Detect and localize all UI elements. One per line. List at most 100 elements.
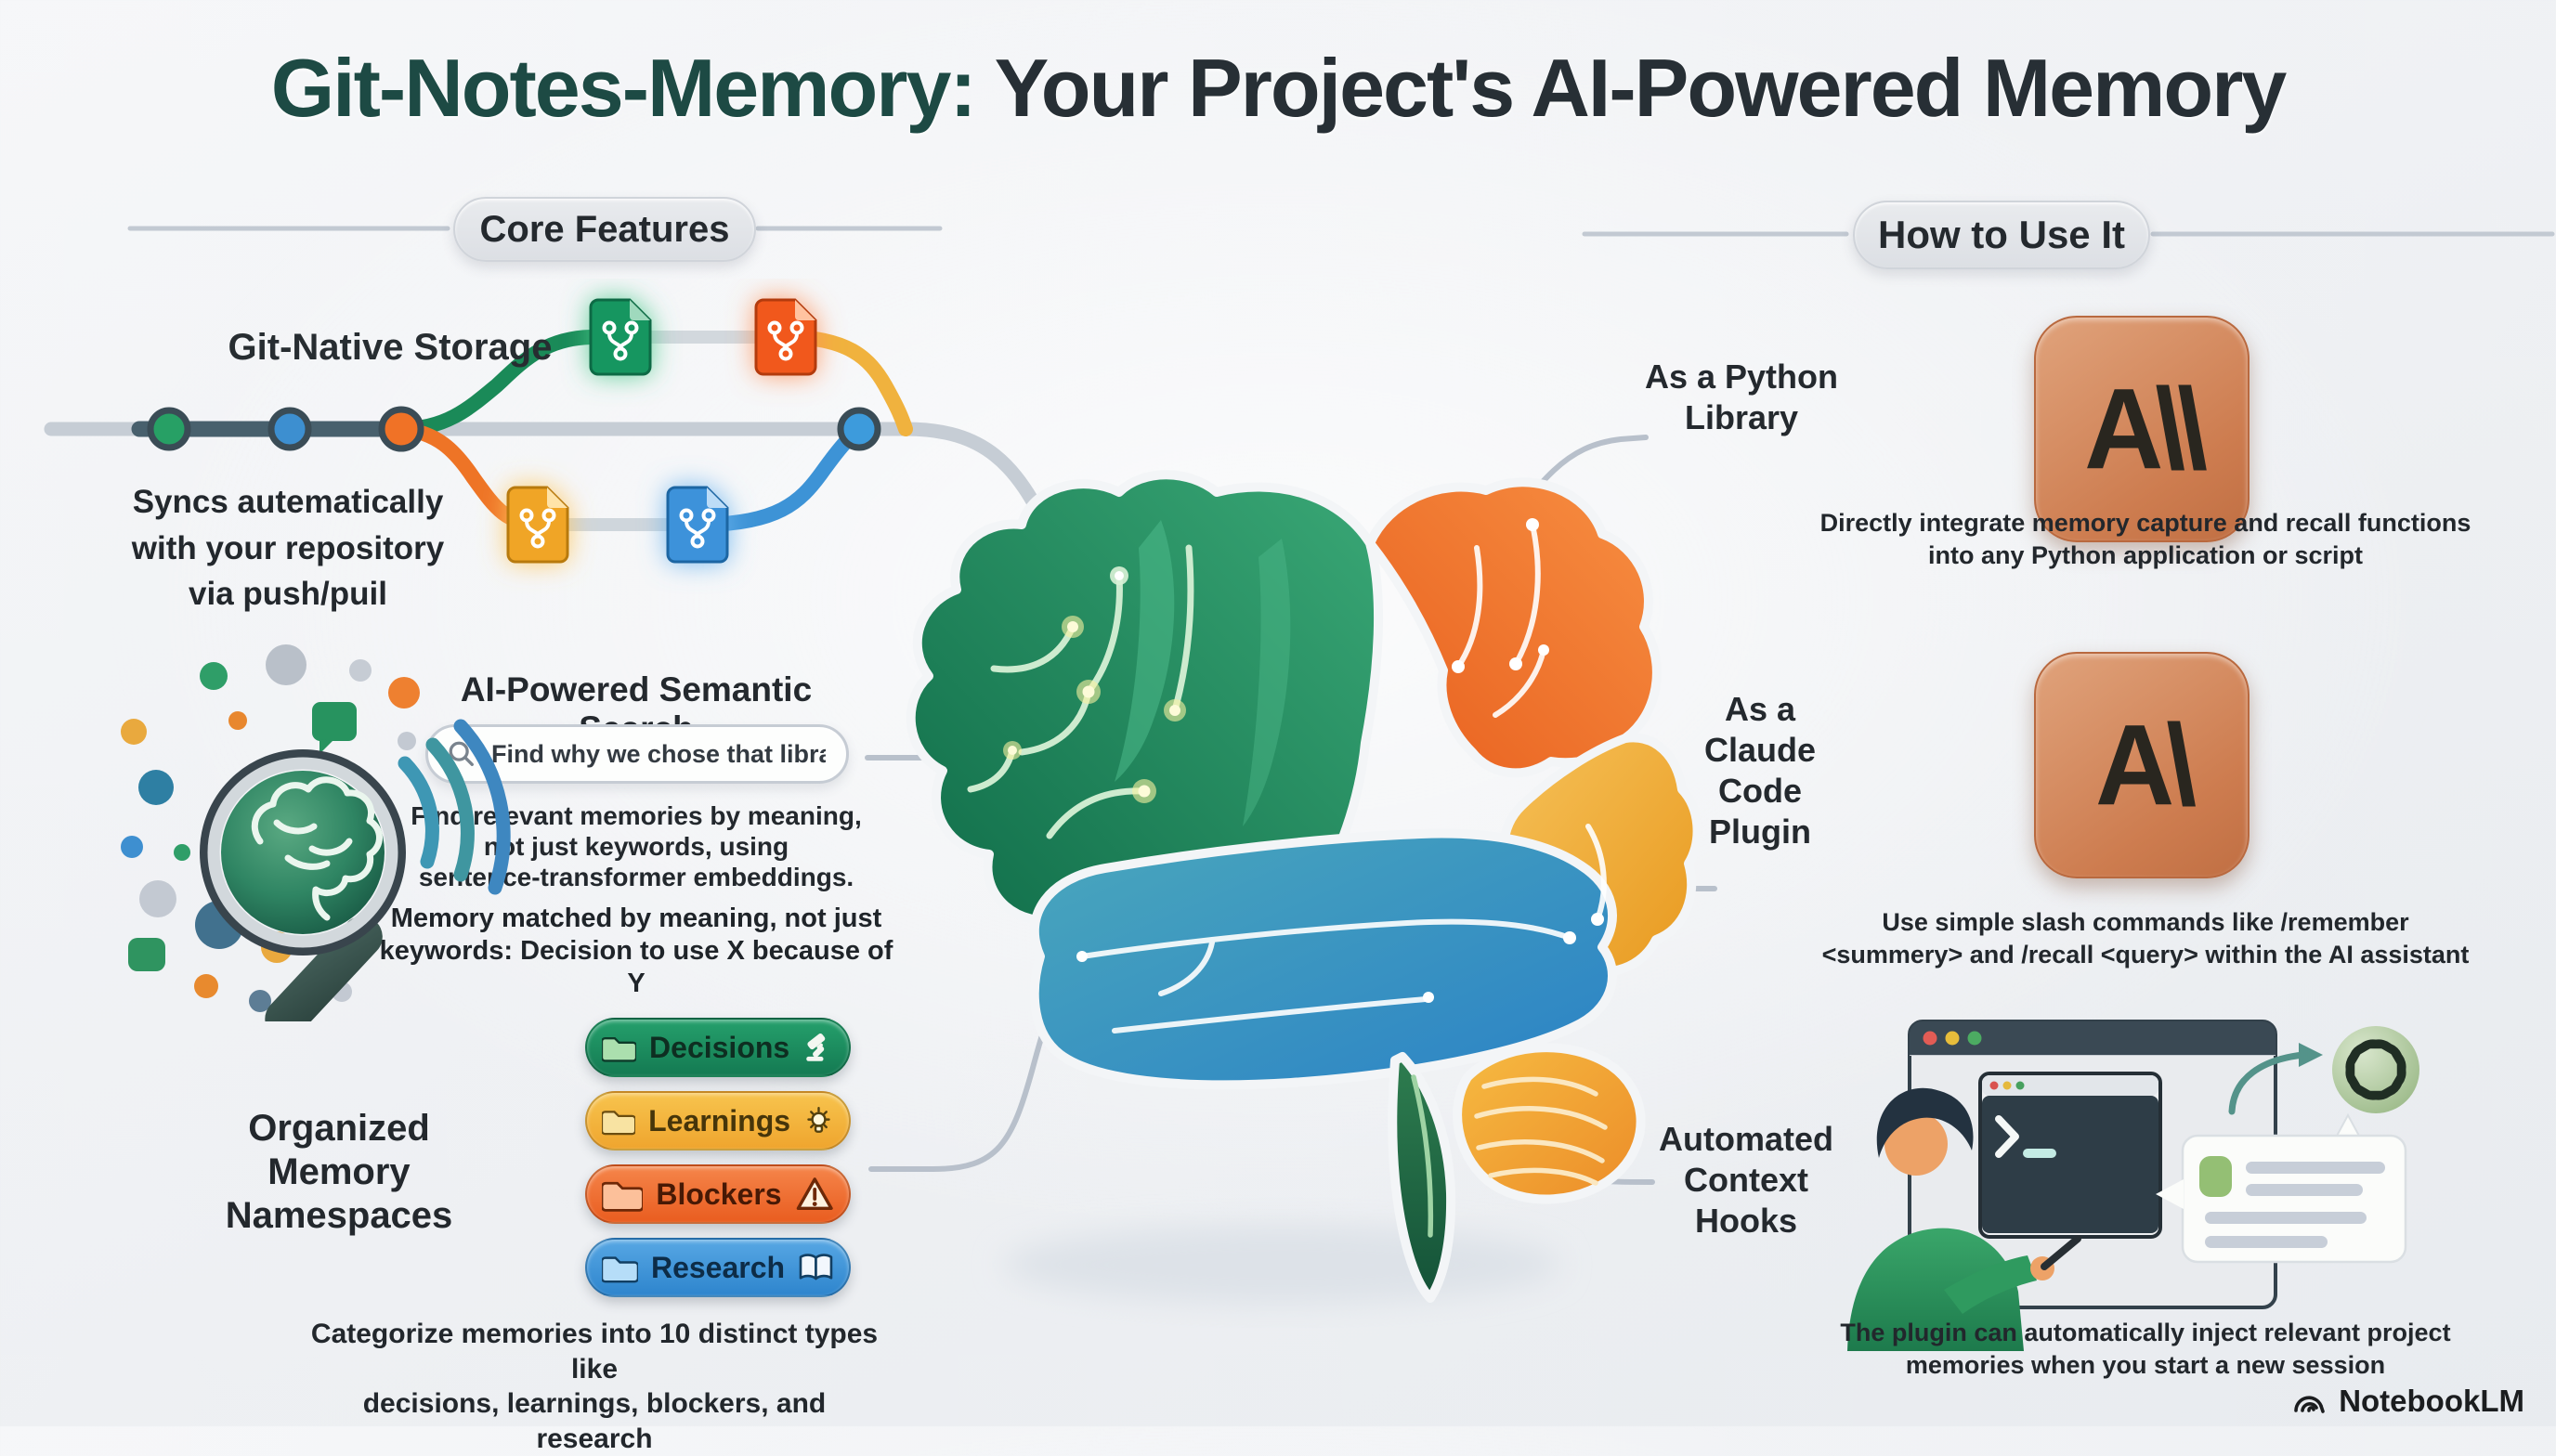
brain-shadow xyxy=(1003,1226,1560,1304)
git-branch-lower-blue xyxy=(691,422,867,532)
folder-icon xyxy=(602,1256,638,1283)
neural-dots-light xyxy=(1076,518,1604,1003)
ns-heading-line: Memory xyxy=(267,1151,411,1193)
git-note-icon-green xyxy=(589,298,652,376)
lightbulb-icon xyxy=(807,1107,830,1133)
brain-lobe-parietal-orange xyxy=(1365,477,1662,778)
notebooklm-label: NotebookLM xyxy=(2339,1384,2524,1418)
commit-dot-green xyxy=(147,407,191,451)
speech-square-icon xyxy=(312,702,357,754)
notebooklm-logo-icon xyxy=(2294,1396,2325,1413)
person-illustration xyxy=(1847,1087,2081,1351)
git-storage-caption: Syncs autematically with your repository… xyxy=(102,479,474,618)
terminal-cursor xyxy=(2023,1149,2056,1158)
ns-heading-line: Namespaces xyxy=(225,1195,453,1237)
notebooklm-watermark: NotebookLM xyxy=(2292,1384,2524,1419)
git-caption-line: with your repository xyxy=(131,529,445,566)
claude-label-line: As a xyxy=(1724,690,1796,728)
traffic-light-red xyxy=(1923,1031,1937,1046)
anthropic-logo-card-claude: A\ xyxy=(2034,652,2250,878)
hooks-caption-line: The plugin can automatically inject rele… xyxy=(1840,1319,2451,1346)
hooks-illustration xyxy=(1847,1020,2419,1351)
namespace-pill-decisions[interactable]: Decisions xyxy=(585,1018,851,1077)
memory-chip xyxy=(2199,1156,2232,1197)
search-input[interactable] xyxy=(489,738,828,770)
hooks-label-line: Context xyxy=(1684,1160,1808,1199)
git-commit-dots xyxy=(147,406,881,452)
brain-illustration xyxy=(906,470,1700,1304)
browser-window xyxy=(1908,1020,2277,1309)
hooks-caption-line: memories when you start a new session xyxy=(1905,1351,2386,1380)
claude-caption-line: Use simple slash commands like /remember xyxy=(1882,908,2409,936)
folder-icon xyxy=(602,1037,637,1062)
gavel-icon xyxy=(806,1033,826,1061)
commit-dot-orange xyxy=(378,406,424,452)
ns-heading-line: Organized xyxy=(248,1108,430,1149)
search-icon xyxy=(449,741,474,766)
search-emph-line: keywords: Decision to use X because of Y xyxy=(379,935,893,998)
how-to-use-badge: How to Use It xyxy=(1853,201,2150,269)
namespace-label: Research xyxy=(650,1250,786,1284)
brain-cerebellum xyxy=(1453,1043,1646,1204)
commit-dot-blue xyxy=(267,407,312,451)
page-title-rest: Your Project's AI-Powered Memory xyxy=(974,42,2288,134)
folder-icon xyxy=(602,1111,636,1136)
brain-lobe-frontal-green xyxy=(906,470,1384,964)
git-storage-heading: Git-Native Storage xyxy=(228,327,553,368)
git-note-icon-yellow xyxy=(506,486,569,564)
namespace-label: Decisions xyxy=(649,1030,790,1064)
search-desc-line: Find relevant memories by meaning, xyxy=(411,801,862,830)
search-desc-line: sentence-transformer embeddings. xyxy=(418,863,854,892)
page-title-highlight: Git-Notes-Memory: xyxy=(270,42,977,134)
git-caption-line: via push/puil xyxy=(189,576,387,613)
namespaces-caption: Categorize memories into 10 distinct typ… xyxy=(306,1317,882,1456)
git-caption-line: Syncs autematically xyxy=(132,484,444,520)
claude-label-line: Code xyxy=(1718,771,1802,810)
namespace-label: Learnings xyxy=(648,1103,791,1138)
claude-plugin-label: As a Claude Code Plugin xyxy=(1672,689,1848,852)
namespace-label: Blockers xyxy=(656,1176,782,1211)
namespace-pill-research[interactable]: Research xyxy=(585,1238,851,1297)
connector-brain-hooks xyxy=(1481,1030,1655,1185)
core-features-badge: Core Features xyxy=(453,197,756,262)
neural-branches-light xyxy=(1079,522,1607,1034)
python-library-label: As a Python Library xyxy=(1635,357,1848,438)
claude-caption-line: <summery> and /recall <query> within the… xyxy=(1821,941,2470,969)
ns-caption-line: Categorize memories into 10 distinct typ… xyxy=(310,1319,879,1384)
connector-brain-python xyxy=(1481,435,1649,560)
arrow-to-ai xyxy=(2228,1051,2307,1115)
semantic-search-emphasis: Memory matched by meaning, not just keyw… xyxy=(372,903,901,999)
anthropic-logo: A\\ xyxy=(2084,364,2208,494)
hooks-label-line: Automated xyxy=(1659,1120,1833,1158)
namespace-pill-learnings[interactable]: Learnings xyxy=(585,1091,851,1150)
semantic-search-description: Find relevant memories by meaning, not j… xyxy=(381,800,892,892)
folder-icon xyxy=(602,1181,644,1212)
brain-stem xyxy=(1388,1052,1456,1303)
stylus xyxy=(2041,1235,2081,1270)
python-label-line: Library xyxy=(1684,397,1799,436)
terminal-prompt-icon xyxy=(1995,1115,2019,1158)
claude-label-line: Plugin xyxy=(1709,812,1811,851)
claude-caption: Use simple slash commands like /remember… xyxy=(1793,906,2498,971)
git-note-icon-orange xyxy=(754,298,817,376)
neural-glow-dots-green xyxy=(1003,566,1186,803)
ns-caption-line: decisions, learnings, blockers, and rese… xyxy=(362,1388,827,1454)
connector-namespaces-brain xyxy=(868,963,1078,1172)
python-caption: Directly integrate memory capture and re… xyxy=(1811,507,2480,572)
namespace-pill-blockers[interactable]: Blockers xyxy=(585,1164,851,1224)
anthropic-logo: A\ xyxy=(2095,700,2197,830)
search-box[interactable] xyxy=(425,724,849,784)
search-emph-line: Memory matched by meaning, not just xyxy=(390,904,882,933)
core-features-label: Core Features xyxy=(479,208,730,250)
hooks-caption: The plugin can automatically inject rele… xyxy=(1802,1317,2489,1382)
warning-icon xyxy=(796,1177,833,1210)
python-label-line: As a Python xyxy=(1644,358,1839,396)
namespaces-heading: Organized Memory Namespaces xyxy=(214,1107,464,1239)
page-title: Git-Notes-Memory: Your Project's AI-Powe… xyxy=(0,41,2556,136)
traffic-light-yellow xyxy=(1945,1031,1960,1046)
hooks-label: Automated Context Hooks xyxy=(1653,1119,1839,1242)
stem-highlight xyxy=(1411,1074,1434,1238)
speech-bubble xyxy=(2156,1112,2407,1264)
claude-label-line: Claude xyxy=(1703,730,1817,769)
